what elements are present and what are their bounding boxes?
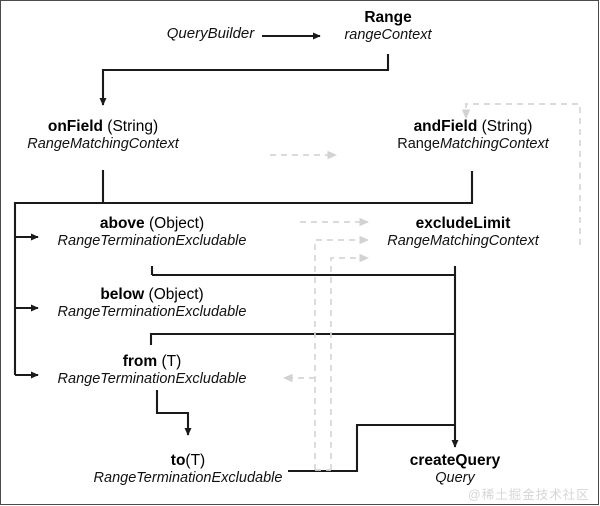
edge-to-andfield-dashed: [330, 253, 369, 470]
node-to-return: RangeTerminationExcludable: [93, 470, 283, 486]
node-andfield-return-plain: Range: [397, 136, 440, 153]
node-from-params: (T): [157, 353, 182, 370]
node-andfield-return-type: MatchingContext: [439, 136, 549, 153]
node-onfield-return-type: RangeMatchingContext: [27, 136, 179, 153]
node-createquery-signature: createQuery: [365, 452, 545, 469]
node-andfield-return: RangeMatchingContext: [378, 136, 568, 152]
node-below-method: below: [100, 286, 145, 303]
node-below-signature: below (Object): [57, 286, 247, 303]
node-andfield-params: (String): [477, 118, 533, 135]
node-to-method: to: [170, 452, 186, 469]
node-from[interactable]: from (T) RangeTerminationExcludable: [57, 353, 247, 388]
edge-onfield-trunk: [13, 170, 105, 375]
node-andfield[interactable]: andField (String) RangeMatchingContext: [378, 118, 568, 153]
node-range-method: Range: [364, 9, 412, 26]
edge-below-excludelimit: [149, 275, 457, 345]
node-from-method: from: [122, 353, 158, 370]
node-onfield-method: onField: [47, 118, 103, 135]
edge-excludelimit-andfield-dashed: [461, 103, 581, 245]
node-onfield-signature: onField (String): [8, 118, 198, 135]
node-createquery-return-type: Query: [435, 470, 475, 487]
node-above-method: above: [99, 215, 145, 232]
node-below-return-type: RangeTerminationExcludable: [57, 304, 247, 321]
node-to-params: (T): [185, 452, 206, 469]
node-onfield-return: RangeMatchingContext: [8, 136, 198, 152]
node-range-return-type: rangeContext: [344, 27, 432, 44]
node-below-params: (Object): [144, 286, 204, 303]
node-from-signature: from (T): [57, 353, 247, 370]
node-below[interactable]: below (Object) RangeTerminationExcludabl…: [57, 286, 247, 321]
node-excludelimit-return-type: RangeMatchingContext: [387, 233, 539, 250]
node-above-return-type: RangeTerminationExcludable: [57, 233, 247, 250]
node-range-return: rangeContext: [308, 27, 468, 43]
node-createquery[interactable]: createQuery Query: [365, 452, 545, 487]
node-andfield-signature: andField (String): [378, 118, 568, 135]
node-above[interactable]: above (Object) RangeTerminationExcludabl…: [57, 215, 247, 250]
node-onfield-params: (String): [102, 118, 159, 135]
node-from-return: RangeTerminationExcludable: [57, 371, 247, 387]
edge-to-excludelimit-dashed: [314, 235, 369, 470]
node-excludelimit-return: RangeMatchingContext: [368, 233, 558, 249]
edge-from-to: [155, 390, 192, 436]
node-from-return-type: RangeTerminationExcludable: [57, 371, 247, 388]
node-above-params: (Object): [144, 215, 205, 232]
node-excludelimit-signature: excludeLimit: [368, 215, 558, 232]
node-above-signature: above (Object): [57, 215, 247, 232]
node-to[interactable]: to(T) RangeTerminationExcludable: [93, 452, 283, 487]
edge-above-excludelimit: [150, 266, 457, 277]
node-to-signature: to(T): [93, 452, 283, 469]
node-to-return-type: RangeTerminationExcludable: [93, 470, 283, 487]
node-querybuilder-label: QueryBuilder: [166, 25, 255, 42]
edge-range-onfield: [99, 54, 390, 106]
node-andfield-method: andField: [413, 118, 478, 135]
node-excludelimit[interactable]: excludeLimit RangeMatchingContext: [368, 215, 558, 250]
node-below-return: RangeTerminationExcludable: [57, 304, 247, 320]
edge-to-createquery: [288, 423, 455, 473]
edge-onfield-andfield: [103, 171, 474, 205]
node-createquery-return: Query: [365, 470, 545, 486]
node-range-signature: Range: [308, 9, 468, 26]
node-querybuilder[interactable]: QueryBuilder: [158, 25, 263, 43]
node-onfield[interactable]: onField (String) RangeMatchingContext: [8, 118, 198, 153]
node-above-return: RangeTerminationExcludable: [57, 233, 247, 249]
node-range[interactable]: Range rangeContext: [308, 9, 468, 44]
node-excludelimit-method: excludeLimit: [415, 215, 511, 232]
watermark-label: @稀土掘金技术社区: [468, 488, 590, 502]
node-createquery-method: createQuery: [409, 452, 501, 469]
